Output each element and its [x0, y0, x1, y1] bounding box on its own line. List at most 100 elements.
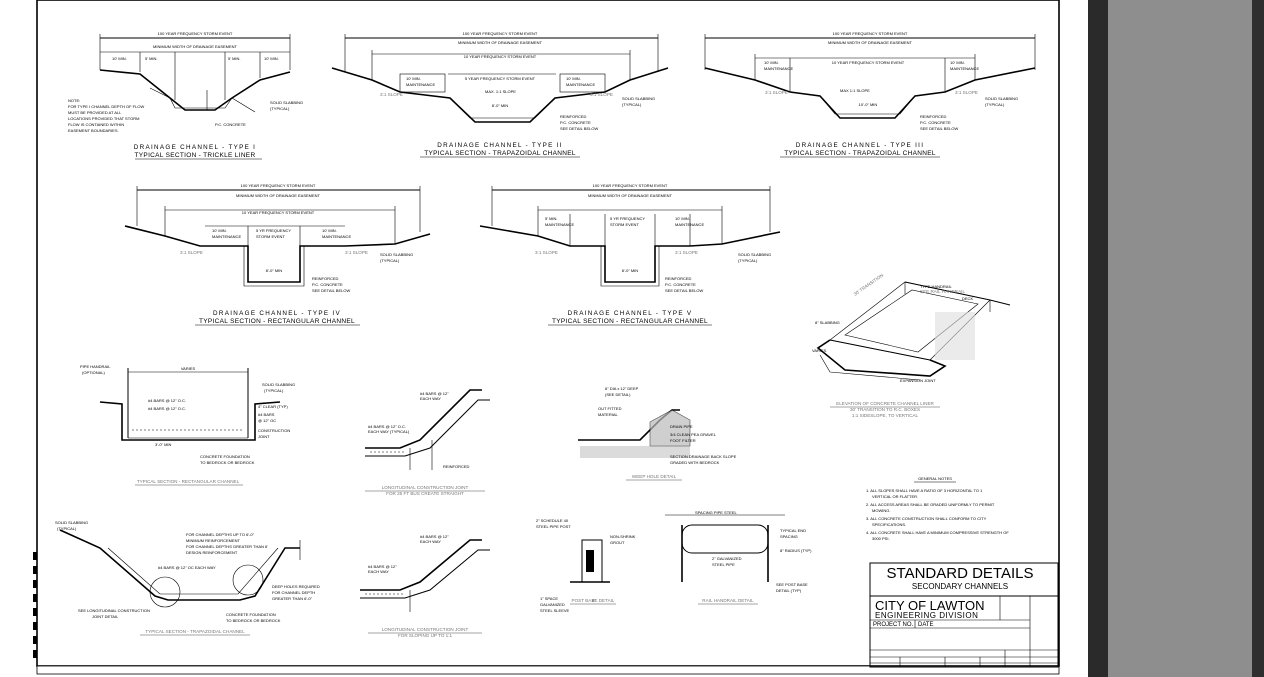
- svg-text:#4 BARS @ 12": #4 BARS @ 12": [420, 534, 449, 539]
- svg-text:SEE RAIL HANDRAIL: SEE RAIL HANDRAIL: [920, 289, 965, 294]
- svg-text:10' MIN.: 10' MIN.: [406, 76, 421, 81]
- general-notes: GENERAL NOTES 1. ALL SLOPES SHALL HAVE A…: [866, 476, 1009, 541]
- svg-text:MOWING.: MOWING.: [872, 508, 890, 513]
- type-v-title: DRAINAGE CHANNEL - TYPE V: [568, 310, 693, 317]
- svg-text:MAINTENANCE: MAINTENANCE: [322, 234, 351, 239]
- svg-text:30' TRANSITION: 30' TRANSITION: [853, 273, 885, 297]
- svg-text:3:1 SLOPE: 3:1 SLOPE: [380, 92, 403, 97]
- svg-text:NON-SHRINK: NON-SHRINK: [610, 534, 636, 539]
- svg-text:EACH WAY: EACH WAY: [368, 569, 389, 574]
- svg-text:100 YEAR FREQUENCY STORM EVENT: 100 YEAR FREQUENCY STORM EVENT: [833, 31, 908, 36]
- long-joint-2-title: LONGITUDINAL CONSTRUCTION JOINT: [382, 627, 469, 632]
- svg-text:1. ALL SLOPES SHALL HAVE A RA: 1. ALL SLOPES SHALL HAVE A RATIO OF 3 HO…: [866, 488, 983, 493]
- weep-hole-title: WEEP HOLE DETAIL: [632, 474, 677, 479]
- svg-text:5' MIN.: 5' MIN.: [145, 56, 158, 61]
- type-v-section: 100 YEAR FREQUENCY STORM EVENT MINIMUM W…: [479, 183, 781, 326]
- svg-text:5' MIN.: 5' MIN.: [545, 216, 558, 221]
- svg-text:EACH WAY: EACH WAY: [420, 396, 441, 401]
- svg-text:MAINTENANCE: MAINTENANCE: [212, 234, 241, 239]
- svg-text:REINFORCED: REINFORCED: [920, 114, 947, 119]
- svg-text:10 YEAR FREQUENCY STORM EVENT: 10 YEAR FREQUENCY STORM EVENT: [242, 210, 315, 215]
- type-iii-subtitle: TYPICAL SECTION - TRAPAZOIDAL CHANNEL: [784, 150, 936, 157]
- svg-text:100 YEAR FREQUENCY STORM EVENT: 100 YEAR FREQUENCY STORM EVENT: [463, 31, 538, 36]
- svg-text:TYPICAL END: TYPICAL END: [780, 528, 806, 533]
- svg-text:10' MIN.: 10' MIN.: [264, 56, 279, 61]
- svg-text:#4 BARS @ 12" OC EACH WAY: #4 BARS @ 12" OC EACH WAY: [158, 565, 216, 570]
- title-block: STANDARD DETAILS SECONDARY CHANNELS CITY…: [869, 562, 1059, 668]
- svg-text:SOLID SLABBING: SOLID SLABBING: [985, 96, 1018, 101]
- svg-text:SPACING PIPE STEEL: SPACING PIPE STEEL: [695, 510, 737, 515]
- svg-text:10 YEAR FREQUENCY STORM EVENT: 10 YEAR FREQUENCY STORM EVENT: [832, 60, 905, 65]
- right-bar-edge: [1252, 0, 1264, 677]
- type-iii-title: DRAINAGE CHANNEL - TYPE III: [796, 142, 925, 149]
- svg-text:CONSTRUCTION: CONSTRUCTION: [258, 428, 290, 433]
- svg-text:SPACING: SPACING: [780, 534, 798, 539]
- svg-text:MAX. 1:1 SLOPE: MAX. 1:1 SLOPE: [485, 89, 516, 94]
- type-iii-section: 100 YEAR FREQUENCY STORM EVENT MINIMUM W…: [704, 31, 1036, 158]
- svg-text:SOLID SLABBING: SOLID SLABBING: [622, 96, 655, 101]
- svg-text:MAINTENANCE: MAINTENANCE: [566, 82, 595, 87]
- long-joint-2: #4 BARS @ 12" EACH WAY #4 BARS @ 12" EAC…: [360, 534, 490, 638]
- svg-text:DECK: DECK: [962, 296, 973, 301]
- title-block-project-label: PROJECT NO.: [873, 622, 914, 628]
- svg-text:3:1 SLOPE: 3:1 SLOPE: [765, 90, 788, 95]
- svg-text:REINFORCED: REINFORCED: [665, 276, 692, 281]
- svg-text:4" CLEAR (TYP): 4" CLEAR (TYP): [258, 404, 288, 409]
- drawing-sheet: 100 YEAR FREQUENCY STORM EVENT MINIMUM W…: [33, 0, 1060, 675]
- svg-text:STEEL PIPE POST: STEEL PIPE POST: [536, 524, 571, 529]
- svg-text:3:1 SLOPE: 3:1 SLOPE: [345, 250, 368, 255]
- svg-text:EASEMENT BOUNDARIES.: EASEMENT BOUNDARIES.: [68, 128, 119, 133]
- svg-text:FOR CHANNEL DEPTHS GREATER THA: FOR CHANNEL DEPTHS GREATER THAN 6': [186, 544, 268, 549]
- svg-text:MUST BE PROVIDED AT ALL: MUST BE PROVIDED AT ALL: [68, 110, 122, 115]
- svg-text:P.C. CONCRETE: P.C. CONCRETE: [560, 120, 591, 125]
- svg-text:SOLID SLABBING: SOLID SLABBING: [380, 252, 413, 257]
- svg-text:#4 BARS @ 12" O.C.: #4 BARS @ 12" O.C.: [368, 424, 406, 429]
- svg-text:2. ALL ACCESS AREAS SHALL BE: 2. ALL ACCESS AREAS SHALL BE GRADED UNIF…: [866, 502, 995, 507]
- svg-text:CONCRETE FOUNDATION: CONCRETE FOUNDATION: [226, 612, 276, 617]
- svg-text:5 YR FREQUENCY: 5 YR FREQUENCY: [256, 228, 291, 233]
- svg-text:(SEE DETAIL): (SEE DETAIL): [605, 392, 631, 397]
- svg-text:MINIMUM WIDTH OF DRAINAGE EASE: MINIMUM WIDTH OF DRAINAGE EASEMENT: [828, 40, 913, 45]
- svg-text:FLOW IS CONTAINED WITHIN: FLOW IS CONTAINED WITHIN: [68, 122, 124, 127]
- title-block-date-label: DATE: [918, 622, 934, 628]
- svg-text:10' MIN.: 10' MIN.: [950, 60, 965, 65]
- svg-text:P.C. CONCRETE: P.C. CONCRETE: [665, 282, 696, 287]
- svg-text:FOR CHANNEL DEPTH: FOR CHANNEL DEPTH: [272, 590, 315, 595]
- type-iv-title: DRAINAGE CHANNEL - TYPE IV: [213, 310, 341, 317]
- svg-text:CONCRETE FOUNDATION: CONCRETE FOUNDATION: [200, 454, 250, 459]
- svg-text:SOLID SLABBING: SOLID SLABBING: [270, 100, 303, 105]
- svg-text:SOLID SLABBING: SOLID SLABBING: [738, 252, 771, 257]
- svg-text:MAINTENANCE: MAINTENANCE: [950, 66, 979, 71]
- svg-text:VERTICAL OR FLATTER.: VERTICAL OR FLATTER.: [872, 494, 918, 499]
- trap-channel-section: SOLID SLABBING (TYPICAL) FOR CHANNEL DEP…: [55, 520, 320, 636]
- svg-text:JOINT DETAIL: JOINT DETAIL: [92, 614, 119, 619]
- type-v-subtitle: TYPICAL SECTION - RECTANGULAR CHANNEL: [552, 318, 708, 325]
- long-joint-2-subtitle: FOR SLOPING UP TO 1:1: [398, 633, 453, 638]
- svg-text:2" SCHEDULE 40: 2" SCHEDULE 40: [536, 518, 569, 523]
- svg-text:#4 BARS @ 12" O.C.: #4 BARS @ 12" O.C.: [148, 398, 186, 403]
- svg-text:2" GALVANIZED: 2" GALVANIZED: [712, 556, 742, 561]
- left-edge-marks: [33, 552, 37, 658]
- svg-text:MAINTENANCE: MAINTENANCE: [406, 82, 435, 87]
- svg-text:MATERIAL: MATERIAL: [598, 412, 618, 417]
- svg-text:#4 BARS @ 12" O.C.: #4 BARS @ 12" O.C.: [148, 406, 186, 411]
- svg-text:10 YEAR FREQUENCY STORM EVENT: 10 YEAR FREQUENCY STORM EVENT: [464, 54, 537, 59]
- svg-text:1" SPACE: 1" SPACE: [540, 596, 558, 601]
- svg-text:3:1 SLOPE: 3:1 SLOPE: [590, 92, 613, 97]
- svg-text:MINIMUM WIDTH OF DRAINAGE EASE: MINIMUM WIDTH OF DRAINAGE EASEMENT: [588, 193, 673, 198]
- svg-text:5' MIN.: 5' MIN.: [228, 56, 241, 61]
- svg-text:DRAIN PIPE: DRAIN PIPE: [670, 424, 693, 429]
- svg-text:FOOT FILTER: FOOT FILTER: [670, 438, 696, 443]
- svg-text:EXPANSION JOINT: EXPANSION JOINT: [900, 378, 936, 383]
- post-base-detail: 2" SCHEDULE 40 STEEL PIPE POST NON-SHRIN…: [536, 518, 636, 613]
- elevation-title-1: ELEVATION OF CONCRETE CHANNEL LINER: [836, 401, 934, 406]
- svg-text:REINFORCED: REINFORCED: [443, 464, 470, 469]
- svg-text:MAX 1:1 SLOPE: MAX 1:1 SLOPE: [840, 88, 870, 93]
- svg-text:MINIMUM WIDTH OF DRAINAGE EASE: MINIMUM WIDTH OF DRAINAGE EASEMENT: [153, 44, 238, 49]
- svg-text:FOR CHANNEL DEPTHS UP TO 6'-0": FOR CHANNEL DEPTHS UP TO 6'-0": [186, 532, 255, 537]
- svg-text:100 YEAR FREQUENCY STORM EVENT: 100 YEAR FREQUENCY STORM EVENT: [158, 31, 233, 36]
- svg-text:SEE DETAIL BELOW: SEE DETAIL BELOW: [312, 288, 350, 293]
- svg-text:OUT FITTED: OUT FITTED: [598, 406, 622, 411]
- title-block-subtitle: SECONDARY CHANNELS: [912, 582, 1008, 591]
- svg-text:(TYPICAL): (TYPICAL): [264, 388, 284, 393]
